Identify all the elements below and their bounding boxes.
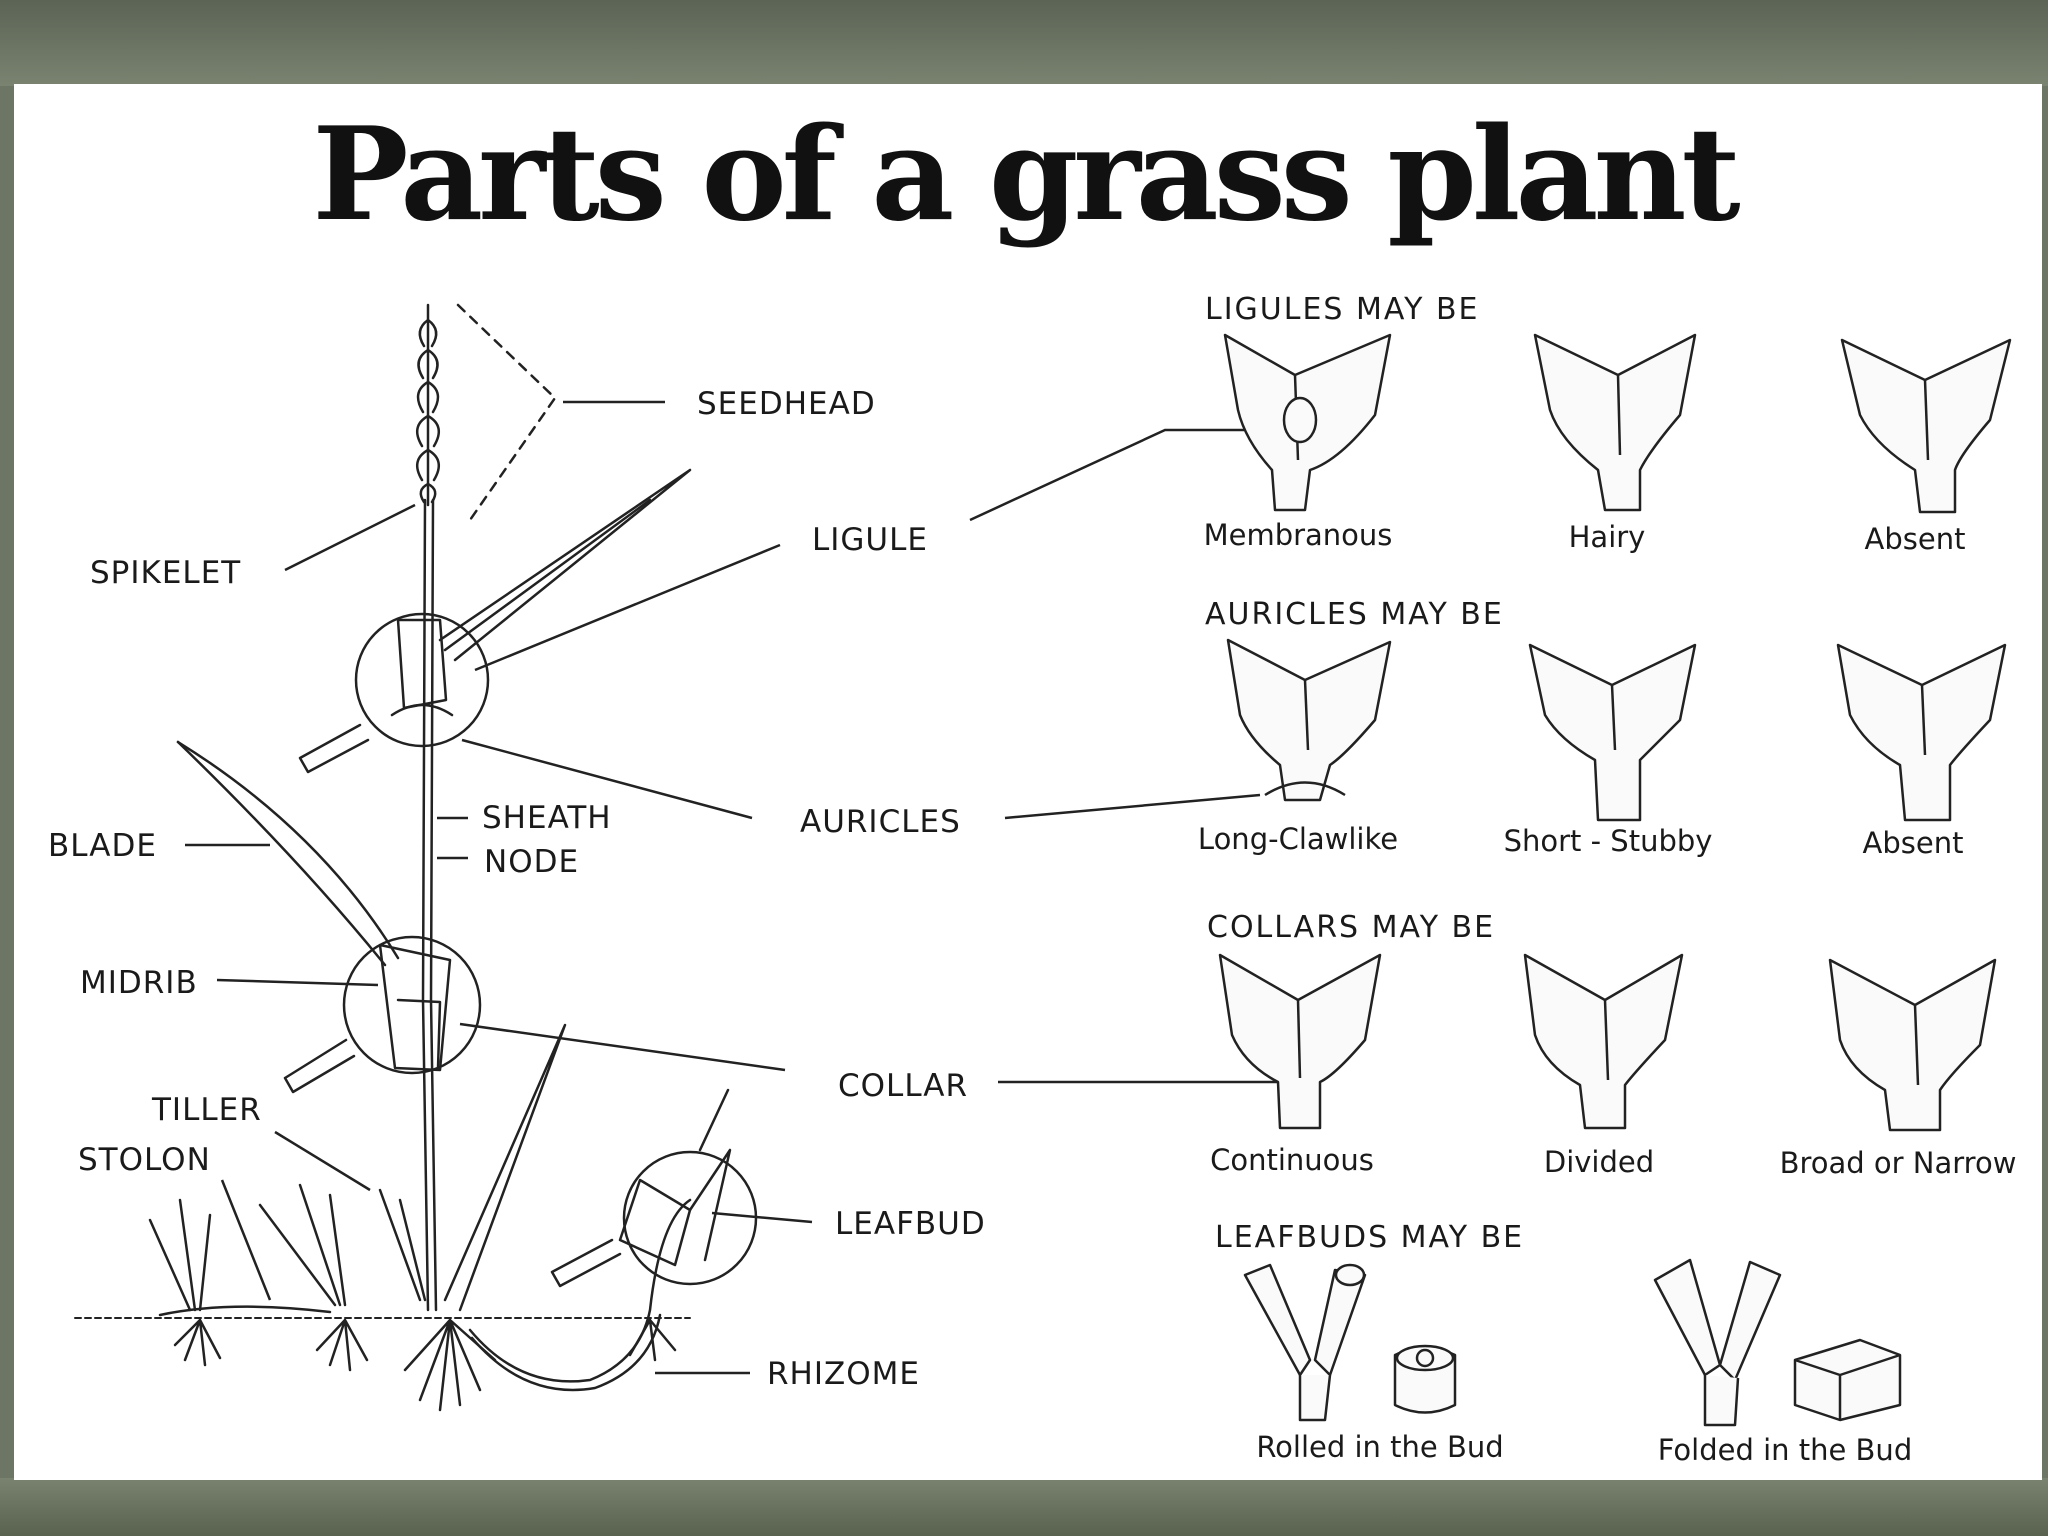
- auricle-long-clawlike-drawing: [1226, 638, 1392, 802]
- diagram-sheet: [14, 84, 2042, 1480]
- diagram-title: Parts of a grass plant: [312, 100, 1740, 250]
- heading-leafbuds: LEAFBUDS MAY BE: [1215, 1220, 1525, 1255]
- label-spikelet: SPIKELET: [90, 555, 242, 591]
- spikelet-leader: [284, 503, 416, 572]
- caption-collar-broad-or-narrow: Broad or Narrow: [1779, 1146, 2017, 1180]
- label-collar: COLLAR: [838, 1068, 969, 1104]
- seedhead-drawing: [415, 303, 441, 507]
- label-blade: BLADE: [48, 828, 157, 864]
- label-leafbud: LEAFBUD: [835, 1206, 986, 1242]
- leafbud-folded-drawing: [1653, 1258, 1902, 1427]
- label-midrib: MIDRIB: [80, 965, 198, 1001]
- tiller-leader: [274, 1130, 371, 1192]
- caption-auricle-short-stubby: Short - Stubby: [1503, 824, 1713, 858]
- caption-auricle-long-clawlike: Long-Clawlike: [1197, 822, 1399, 856]
- caption-collar-divided: Divided: [1543, 1145, 1655, 1179]
- collar-continuous-drawing: [1218, 953, 1382, 1130]
- caption-leafbud-folded: Folded in the Bud: [1657, 1433, 1913, 1467]
- auricles-leader: [461, 738, 753, 820]
- collar-broad-or-narrow-drawing: [1828, 958, 1997, 1132]
- label-stolon: STOLON: [78, 1142, 211, 1178]
- label-tiller: TILLER: [152, 1092, 262, 1128]
- frame-top-border: [0, 0, 2048, 86]
- ligule-absent-drawing: [1840, 338, 2012, 514]
- label-ligule: LIGULE: [812, 522, 928, 558]
- collar-leader: [459, 1022, 786, 1072]
- heading-ligules: LIGULES MAY BE: [1205, 292, 1480, 327]
- ligule-hairy-drawing: [1533, 333, 1697, 512]
- label-auricles: AURICLES: [800, 804, 961, 840]
- caption-leafbud-rolled: Rolled in the Bud: [1256, 1430, 1504, 1464]
- heading-auricles: AURICLES MAY BE: [1205, 597, 1504, 632]
- leafbud-rolled-drawing: [1243, 1263, 1457, 1422]
- stolon-leader: [220, 1179, 272, 1301]
- midrib-leader: [216, 978, 379, 987]
- frame-bottom-border: [0, 1478, 2048, 1536]
- ligule-type-leader: [969, 428, 1285, 522]
- auricle-type-leader: [1004, 793, 1261, 820]
- auricle-short-stubby-drawing: [1528, 643, 1697, 822]
- caption-ligule-absent: Absent: [1864, 522, 1966, 556]
- label-node: NODE: [484, 844, 580, 880]
- label-sheath: SHEATH: [482, 800, 612, 836]
- heading-collars: COLLARS MAY BE: [1207, 910, 1496, 945]
- caption-auricle-absent: Absent: [1862, 826, 1964, 860]
- collar-divided-drawing: [1523, 953, 1684, 1130]
- caption-ligule-hairy: Hairy: [1568, 520, 1646, 554]
- label-seedhead: SEEDHEAD: [697, 386, 876, 422]
- auricle-absent-drawing: [1836, 643, 2007, 822]
- leafbud-leader: [711, 1211, 813, 1224]
- ligule-membranous-drawing: [1223, 333, 1392, 512]
- ligule-leader: [474, 543, 781, 672]
- label-rhizome: RHIZOME: [767, 1356, 920, 1392]
- caption-collar-continuous: Continuous: [1210, 1143, 1374, 1177]
- caption-ligule-membranous: Membranous: [1203, 518, 1393, 552]
